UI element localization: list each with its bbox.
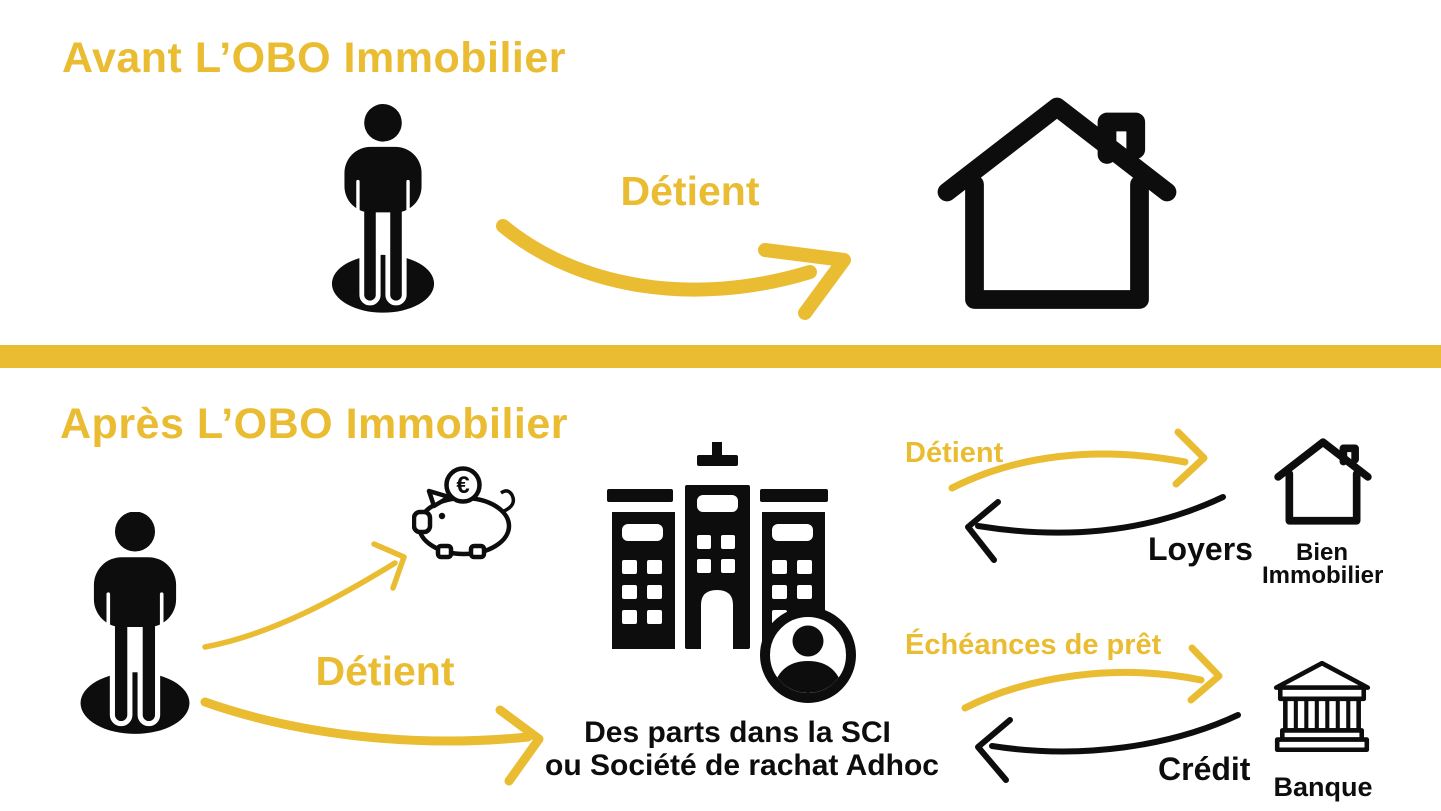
person-icon — [330, 103, 436, 318]
sci-caption-line1: Des parts dans la SCI — [584, 716, 891, 749]
echeances-label: Échéances de prêt — [905, 629, 1162, 661]
piggy-bank-icon: € — [412, 466, 516, 560]
company-building-icon — [607, 442, 856, 703]
credit-label: Crédit — [1158, 751, 1251, 787]
house-icon — [928, 92, 1186, 322]
curved-arrow-icon — [948, 428, 1208, 492]
svg-text:€: € — [456, 472, 469, 499]
bank-icon — [1273, 660, 1371, 753]
after-detient-label: Détient — [315, 648, 455, 694]
sci-caption: Des parts dans la SCI ou Société de rach… — [545, 716, 939, 782]
curved-arrow-icon — [961, 644, 1223, 712]
curved-arrow-icon — [975, 712, 1241, 783]
loyers-label: Loyers — [1148, 531, 1253, 567]
after-title: Après L’OBO Immobilier — [60, 400, 568, 448]
banque-label: Banque — [1273, 772, 1373, 802]
curved-arrow-icon — [200, 697, 544, 786]
curved-arrow-icon — [202, 541, 407, 650]
before-title: Avant L’OBO Immobilier — [62, 34, 566, 82]
section-divider — [0, 345, 1441, 368]
property-detient-label: Détient — [905, 437, 1004, 469]
house-icon — [1272, 435, 1374, 531]
curved-arrow-icon — [965, 494, 1226, 563]
before-detient-label: Détient — [620, 168, 760, 214]
bien-immobilier-label: Bien Immobilier — [1262, 539, 1384, 589]
person-icon — [76, 512, 194, 738]
curved-arrow-icon — [496, 219, 851, 320]
sci-caption-line2: ou Société de rachat Adhoc — [545, 749, 939, 782]
